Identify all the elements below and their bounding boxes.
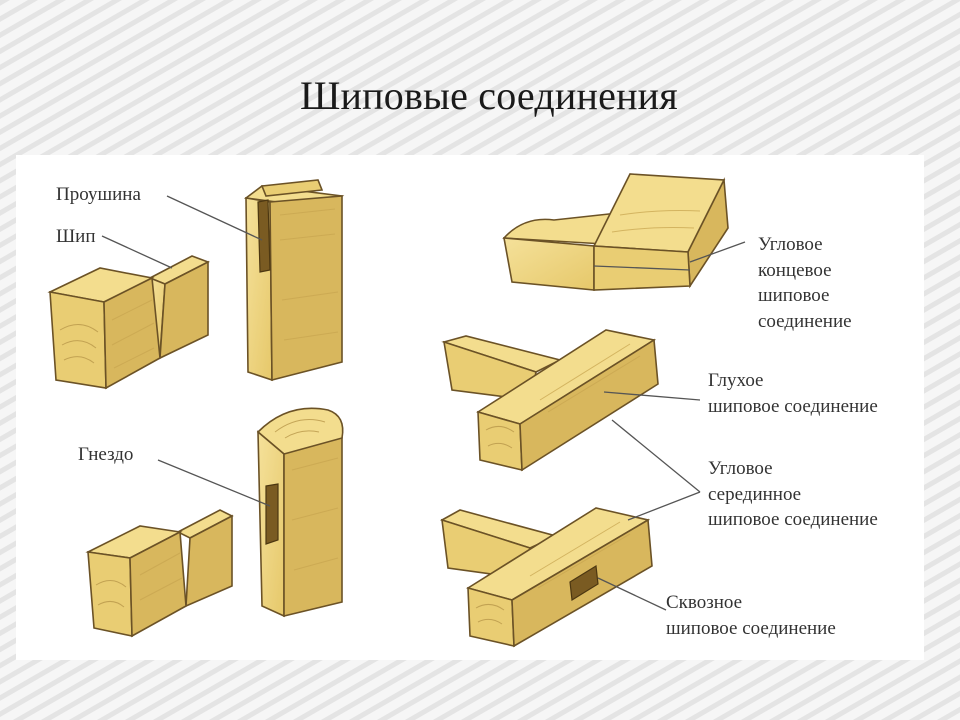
- slide-title: Шиповые соединения: [300, 73, 678, 118]
- leader-lines: [101, 195, 746, 611]
- slot-post-illustration: [243, 179, 345, 382]
- tenon-block-illustration: [47, 255, 210, 390]
- tenon-block-bottom-illustration: [85, 509, 234, 638]
- mortise-post-illustration: [256, 407, 344, 618]
- label-slot: Проушина: [56, 184, 141, 205]
- label-corner-end-joint: Угловое концевое шиповое соединение: [758, 234, 852, 332]
- blind-joint-illustration: [441, 329, 659, 472]
- label-blind-joint: Глухое шиповое соединение: [708, 370, 878, 417]
- label-corner-middle-joint: Угловое серединное шиповое соединение: [708, 458, 878, 531]
- label-through-joint: Сквозное шиповое соединение: [666, 592, 836, 639]
- through-joint-illustration: [439, 507, 653, 648]
- corner-end-joint-illustration: [502, 173, 729, 291]
- label-mortise: Гнездо: [78, 444, 134, 465]
- label-tenon: Шип: [56, 226, 96, 247]
